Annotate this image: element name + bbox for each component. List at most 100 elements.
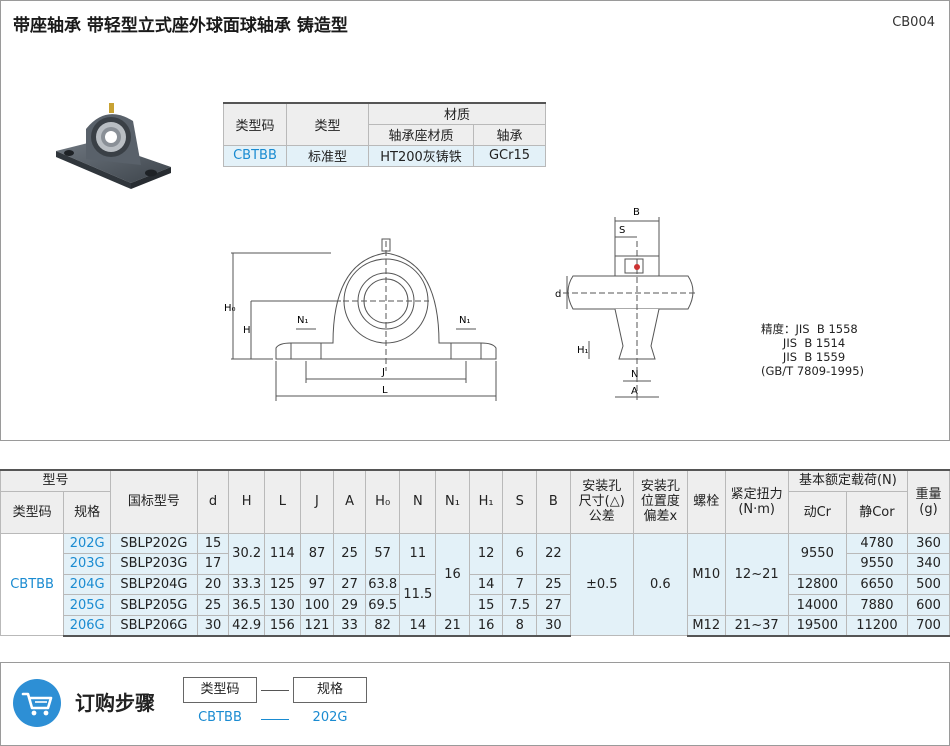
s-cell: 7 <box>502 573 538 596</box>
bolt-cell: M12 <box>686 614 726 637</box>
s-cell: 7.5 <box>502 594 538 616</box>
label-h0: H₀ <box>224 303 236 314</box>
precision-note: 精度：JIS B 1558 JIS B 1514 JIS B 1559 (GB/… <box>761 322 865 378</box>
label-b: B <box>633 207 640 218</box>
material-row: CBTBB 标准型 HT200灰铸铁 GCr15 <box>223 144 546 167</box>
cor-cell: 9550 <box>845 553 909 575</box>
material-type-code: CBTBB <box>223 144 287 167</box>
n-cell: 11 <box>399 532 437 575</box>
side-view-drawing: B S d H₁ N A <box>555 207 698 401</box>
cor-cell: 6650 <box>845 573 909 596</box>
weight-cell: 340 <box>907 553 950 575</box>
order-type-code-value: CBTBB <box>198 710 242 725</box>
order-steps-title: 订购步骤 <box>75 691 155 715</box>
material-bearing: GCr15 <box>473 144 546 167</box>
b-cell: 30 <box>536 614 571 637</box>
table-row: 205G SBLP205G 25 36.5 130 100 29 69.5 15… <box>1 594 950 616</box>
table-row: CBTBB 202G SBLP202G 15 30.2 114 87 25 57… <box>0 532 950 637</box>
j-cell: 87 <box>299 532 335 575</box>
b-cell: 22 <box>536 532 571 575</box>
h-cell: 36.5 <box>228 594 265 616</box>
cr-header: 动Cr <box>787 490 847 534</box>
weight-cell: 700 <box>907 614 950 637</box>
product-code: CB004 <box>892 15 935 30</box>
shopping-cart-icon <box>13 679 61 727</box>
order-steps-panel: 订购步骤 类型码 规格 CBTBB 202G <box>0 662 950 746</box>
table-row: 204G SBLP204G 20 33.3 125 97 27 63.8 11.… <box>1 573 950 616</box>
h-cell: 42.9 <box>228 614 265 637</box>
weight-cell: 600 <box>907 594 950 616</box>
spec-table: 型号 国标型号 d H L J A H₀ N N₁ H₁ S B 安装孔 尺寸(… <box>0 469 950 637</box>
material-header: 材质 <box>368 102 546 125</box>
h1-cell: 16 <box>468 614 504 637</box>
label-j: J <box>381 367 385 378</box>
torque-cell: 12~21 <box>724 532 789 616</box>
order-value-connector <box>261 719 289 720</box>
spec-cell[interactable]: 203G <box>63 553 112 575</box>
gb-model-cell: SBLP204G <box>110 573 198 596</box>
h0-cell: 57 <box>364 532 401 575</box>
a-cell: 33 <box>333 614 366 637</box>
l-cell: 156 <box>263 614 301 637</box>
weight-header: 重量 (g) <box>907 469 950 534</box>
spec-cell[interactable]: 206G <box>63 614 112 637</box>
type-header: 类型 <box>286 102 369 146</box>
l-cell: 130 <box>263 594 301 616</box>
load-header: 基本额定载荷(N) <box>787 469 909 492</box>
n-cell: 14 <box>399 614 437 637</box>
product-panel: 带座轴承 带轻型立式座外球面球轴承 铸造型 CB004 类型码 类型 材质 <box>0 0 950 441</box>
spec-cell[interactable]: 205G <box>63 594 112 616</box>
cor-header: 静Cor <box>845 490 909 534</box>
cor-cell: 4780 <box>845 532 909 555</box>
s-cell: 8 <box>502 614 538 637</box>
label-h: H <box>243 325 251 336</box>
model-header: 型号 <box>0 469 112 492</box>
h1-header: H₁ <box>468 469 504 534</box>
material-type: 标准型 <box>286 144 369 167</box>
gb-model-cell: SBLP203G <box>110 553 198 575</box>
s-header: S <box>502 469 538 534</box>
cr-cell: 12800 <box>787 573 847 596</box>
bolt-cell: M10 <box>686 532 726 616</box>
material-table: 类型码 类型 材质 轴承座材质 轴承 CBTBB 标准型 HT200灰铸铁 GC… <box>223 102 546 167</box>
n-cell: 11.5 <box>399 573 437 616</box>
label-s: S <box>619 225 625 236</box>
h0-header: H₀ <box>364 469 401 534</box>
order-connector <box>261 690 289 691</box>
s-cell: 6 <box>502 532 538 575</box>
type-code-cell: CBTBB <box>0 532 65 637</box>
type-code-header: 类型码 <box>0 490 65 534</box>
d-cell: 30 <box>196 614 230 637</box>
product-photo <box>56 103 171 189</box>
j-cell: 100 <box>299 594 335 616</box>
gb-model-header: 国标型号 <box>110 469 198 534</box>
weight-cell: 360 <box>907 532 950 555</box>
l-cell: 114 <box>263 532 301 575</box>
n-header: N <box>399 469 437 534</box>
spec-cell[interactable]: 202G <box>63 532 112 555</box>
spec-cell[interactable]: 204G <box>63 573 112 596</box>
label-n: N <box>631 369 638 380</box>
table-row: 206G SBLP206G 30 42.9 156 121 33 82 14 2… <box>1 614 950 637</box>
type-code-header: 类型码 <box>223 102 287 146</box>
h1-cell: 15 <box>468 594 504 616</box>
housing-material-header: 轴承座材质 <box>368 123 474 146</box>
cr-cell: 14000 <box>787 594 847 616</box>
label-d: d <box>555 289 561 300</box>
n1-cell: 21 <box>435 614 470 637</box>
position-tolerance-header: 安装孔 位置度 偏差x <box>632 469 688 534</box>
h0-cell: 63.8 <box>364 573 401 596</box>
cr-cell: 19500 <box>787 614 847 637</box>
h0-cell: 69.5 <box>364 594 401 616</box>
hole-tolerance-cell: ±0.5 <box>569 532 634 637</box>
order-type-code-box: 类型码 <box>183 677 257 703</box>
h-cell: 33.3 <box>228 573 265 596</box>
l-cell: 125 <box>263 573 301 596</box>
d-cell: 25 <box>196 594 230 616</box>
cr-cell: 9550 <box>787 532 847 575</box>
torque-cell: 21~37 <box>724 614 789 637</box>
l-header: L <box>263 469 301 534</box>
b-cell: 27 <box>536 594 571 616</box>
a-cell: 29 <box>333 594 366 616</box>
weight-cell: 500 <box>907 573 950 596</box>
